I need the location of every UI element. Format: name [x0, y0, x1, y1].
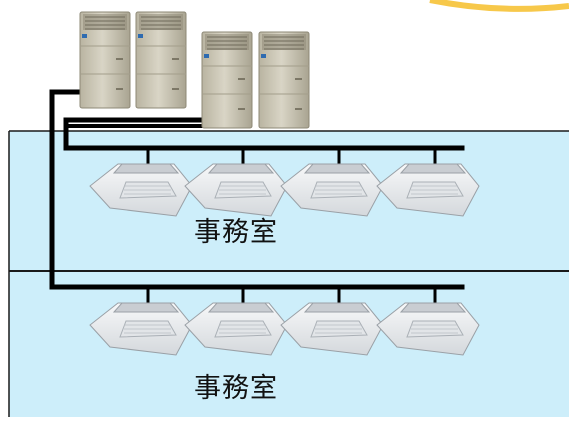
ceiling-cassette-unit-icon	[376, 148, 480, 217]
vrf-outdoor-unit-icon	[201, 31, 253, 129]
room-label: 事務室	[194, 217, 278, 248]
ceiling-cassette-unit-icon	[376, 287, 480, 356]
ceiling-cassette-unit-icon	[184, 287, 288, 356]
floor-upper-room	[9, 131, 569, 271]
vrf-outdoor-unit-icon	[79, 11, 131, 109]
indoor-units	[89, 148, 480, 356]
room-label: 事務室	[194, 373, 278, 404]
floor-lower-room	[9, 271, 569, 417]
highlight-arc	[429, 0, 569, 12]
vrf-outdoor-unit-icon	[258, 31, 310, 129]
pipe-riser-lower	[49, 89, 465, 290]
ceiling-cassette-unit-icon	[89, 287, 193, 356]
ceiling-cassette-unit-icon	[89, 148, 193, 217]
refrigerant-piping	[49, 89, 465, 290]
outdoor-units	[79, 11, 310, 129]
vrf-outdoor-unit-icon	[135, 11, 187, 109]
ceiling-cassette-unit-icon	[184, 148, 288, 217]
ceiling-cassette-unit-icon	[280, 148, 384, 217]
ceiling-cassette-unit-icon	[280, 287, 384, 356]
pipe-header-upper	[63, 117, 465, 151]
